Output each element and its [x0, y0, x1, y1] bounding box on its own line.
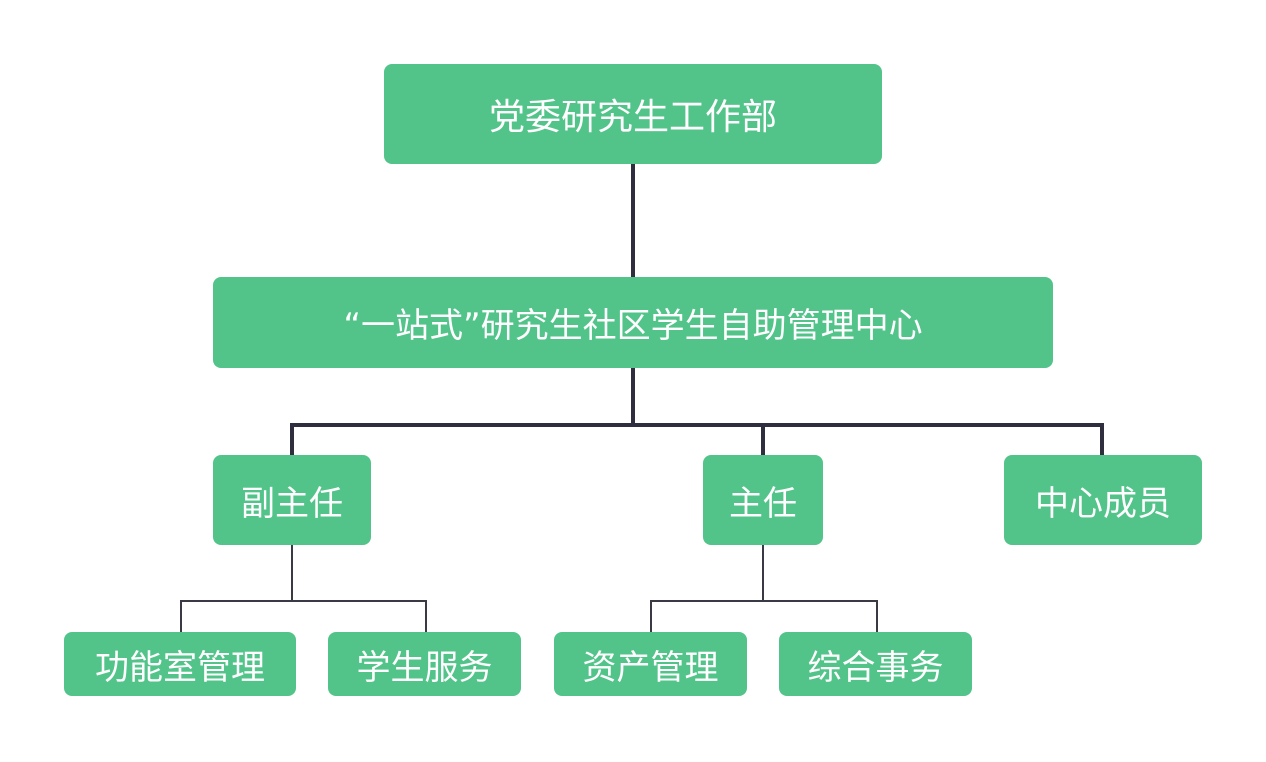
node-student-services: 学生服务 [328, 632, 521, 696]
node-asset-management: 资产管理 [554, 632, 747, 696]
thin-connectors [180, 545, 878, 632]
node-label: 学生服务 [356, 647, 493, 688]
node-center-members: 中心成员 [1004, 455, 1202, 545]
thick-connectors [290, 164, 1104, 455]
node-party-committee-graduate-work-dept: 党委研究生工作部 [384, 64, 882, 164]
node-label: “一站式”研究生社区学生自助管理中心 [343, 306, 923, 346]
node-general-affairs: 综合事务 [779, 632, 972, 696]
node-label: 中心成员 [1035, 483, 1171, 524]
node-deputy-director: 副主任 [213, 455, 371, 545]
node-label: 资产管理 [582, 647, 719, 688]
node-self-management-center: “一站式”研究生社区学生自助管理中心 [213, 277, 1053, 368]
node-director: 主任 [703, 455, 823, 545]
node-label: 综合事务 [807, 647, 944, 688]
node-label: 功能室管理 [95, 647, 265, 688]
node-label: 副主任 [241, 483, 343, 524]
node-label: 主任 [729, 483, 797, 524]
node-functional-room-management: 功能室管理 [64, 632, 296, 696]
node-label: 党委研究生工作部 [488, 97, 777, 138]
